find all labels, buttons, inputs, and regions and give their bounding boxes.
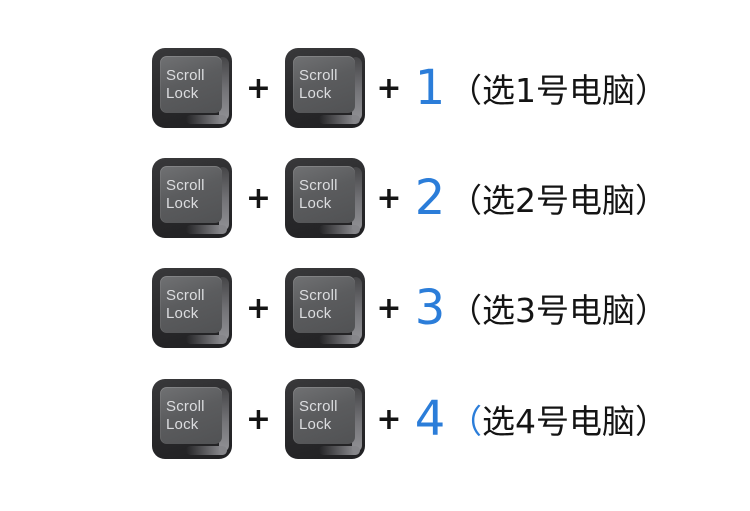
paren-close: ）	[635, 71, 668, 110]
scroll-lock-key: Scroll Lock	[152, 268, 232, 348]
key-label-line2: Lock	[299, 194, 332, 212]
paren-close: ）	[635, 291, 668, 330]
key-label-line1: Scroll	[299, 286, 338, 304]
scroll-lock-key: Scroll Lock	[285, 48, 365, 128]
plus-sign: +	[245, 180, 272, 216]
paren-open: （	[449, 291, 482, 330]
key-label-line2: Lock	[299, 84, 332, 102]
computer-selection-label: （选1号电脑）	[449, 64, 668, 112]
key-label-line1: Scroll	[166, 176, 205, 194]
scroll-lock-key-face: Scroll Lock	[160, 387, 222, 444]
selection-text: 选1号电脑	[482, 71, 635, 110]
scroll-lock-key-face: Scroll Lock	[293, 166, 355, 223]
paren-close: ）	[635, 402, 668, 441]
computer-selection-label: （选3号电脑）	[449, 284, 668, 332]
key-label-line1: Scroll	[166, 66, 205, 84]
key-label-line2: Lock	[166, 304, 199, 322]
hotkey-row-1: Scroll Lock + Scroll Lock + 1 （选1号电脑）	[152, 48, 742, 128]
scroll-lock-key: Scroll Lock	[285, 379, 365, 459]
scroll-lock-key-face: Scroll Lock	[293, 276, 355, 333]
selection-text: 选3号电脑	[482, 291, 635, 330]
computer-number: 4	[414, 391, 446, 447]
key-label-line1: Scroll	[299, 176, 338, 194]
selection-text: 选4号电脑	[482, 402, 635, 441]
plus-sign: +	[376, 70, 402, 106]
plus-sign: +	[245, 290, 272, 326]
key-label-line2: Lock	[299, 415, 332, 433]
scroll-lock-key: Scroll Lock	[285, 158, 365, 238]
plus-sign: +	[376, 180, 402, 216]
key-label-line1: Scroll	[166, 397, 205, 415]
plus-sign: +	[376, 401, 402, 437]
scroll-lock-key-face: Scroll Lock	[293, 387, 355, 444]
key-label-line2: Lock	[299, 304, 332, 322]
plus-sign: +	[245, 70, 272, 106]
plus-sign: +	[376, 290, 402, 326]
scroll-lock-key-face: Scroll Lock	[160, 166, 222, 223]
paren-close: ）	[635, 181, 668, 220]
scroll-lock-key: Scroll Lock	[152, 379, 232, 459]
key-label-line1: Scroll	[166, 286, 205, 304]
computer-selection-label: （选2号电脑）	[449, 174, 668, 222]
scroll-lock-key: Scroll Lock	[152, 48, 232, 128]
scroll-lock-key-face: Scroll Lock	[160, 276, 222, 333]
paren-open: （	[449, 71, 482, 110]
key-label-line2: Lock	[166, 194, 199, 212]
scroll-lock-key-face: Scroll Lock	[293, 56, 355, 113]
hotkey-row-3: Scroll Lock + Scroll Lock + 3 （选3号电脑）	[152, 268, 742, 348]
selection-text: 选2号电脑	[482, 181, 635, 220]
hotkey-row-2: Scroll Lock + Scroll Lock + 2 （选2号电脑）	[152, 158, 742, 238]
scroll-lock-key: Scroll Lock	[152, 158, 232, 238]
computer-number: 2	[414, 170, 446, 226]
scroll-lock-key: Scroll Lock	[285, 268, 365, 348]
computer-number: 3	[414, 280, 446, 336]
key-label-line1: Scroll	[299, 66, 338, 84]
key-label-line1: Scroll	[299, 397, 338, 415]
paren-open: （	[449, 181, 482, 220]
paren-open: （	[449, 402, 482, 441]
key-label-line2: Lock	[166, 415, 199, 433]
key-label-line2: Lock	[166, 84, 199, 102]
plus-sign: +	[245, 401, 272, 437]
computer-number: 1	[414, 60, 446, 116]
hotkey-row-4: Scroll Lock + Scroll Lock + 4 （选4号电脑）	[152, 379, 742, 459]
scroll-lock-key-face: Scroll Lock	[160, 56, 222, 113]
computer-selection-label: （选4号电脑）	[449, 395, 668, 443]
